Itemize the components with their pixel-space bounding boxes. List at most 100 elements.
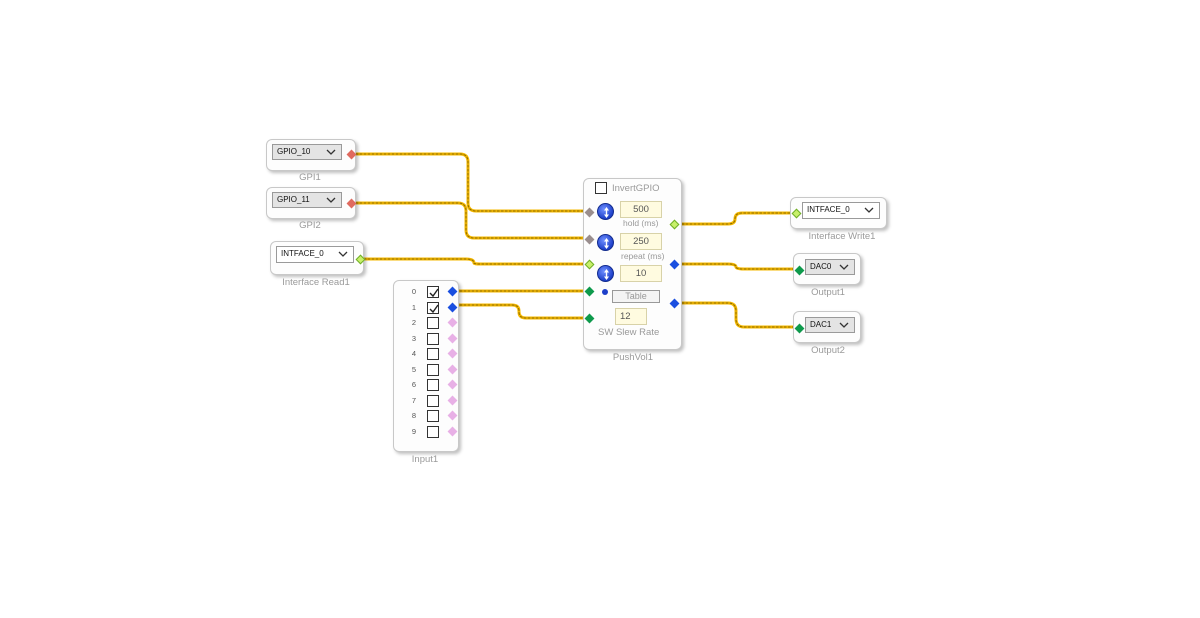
pushvol-input-pin-5[interactable] — [584, 313, 595, 324]
input-row-checkbox[interactable] — [427, 379, 439, 391]
gpi1-output-pin[interactable] — [346, 149, 357, 160]
gpi1-dropdown-value: GPIO_10 — [277, 147, 311, 156]
input-row-label: 5 — [411, 364, 416, 374]
wire-input1-to-pushvol[interactable] — [450, 303, 590, 320]
gpi1-dropdown[interactable]: GPIO_10 — [272, 144, 342, 160]
interface-write-block[interactable]: INTFACE_0 — [790, 197, 887, 229]
step-knob-icon[interactable] — [597, 265, 614, 282]
hold-knob-icon[interactable] — [597, 203, 614, 220]
gpi2-output-pin[interactable] — [346, 198, 357, 209]
hold-value[interactable]: 500 — [620, 201, 662, 218]
input-row-output-pin[interactable] — [447, 426, 458, 436]
input-row-label: 9 — [411, 426, 416, 436]
repeat-value[interactable]: 250 — [620, 233, 662, 250]
chevron-down-icon — [864, 207, 874, 213]
input-row-label: 2 — [411, 318, 416, 327]
interface-write-caption: Interface Write1 — [808, 231, 876, 242]
input-row-checkbox[interactable] — [427, 301, 439, 314]
wire-gpi1-to-pushvol[interactable] — [350, 152, 590, 213]
wire-iread-to-pushvol[interactable] — [358, 257, 590, 266]
output2-caption: Output2 — [811, 345, 845, 356]
input-row-output-pin[interactable] — [447, 395, 458, 405]
interface-read-dropdown-value: INTFACE_0 — [281, 249, 324, 258]
repeat-label: repeat (ms) — [621, 251, 665, 261]
input-row-output-pin[interactable] — [447, 302, 458, 312]
input1-block[interactable]: 0 1 2 3 4 5 6 7 8 9 — [393, 280, 459, 452]
checkmark-icon — [429, 304, 439, 313]
invert-gpio-label: InvertGPIO — [612, 183, 660, 194]
table-indicator-icon — [602, 289, 608, 295]
output2-dropdown[interactable]: DAC1 — [805, 317, 855, 333]
wire-pushvol-to-iwrite[interactable] — [672, 211, 797, 226]
input-row-label: 0 — [411, 287, 416, 296]
gpi2-block[interactable]: GPIO_11 — [266, 187, 357, 219]
input1-caption: Input1 — [411, 454, 439, 465]
interface-write-input-pin[interactable] — [791, 208, 802, 219]
pushvol-output-pin-3[interactable] — [669, 298, 680, 309]
gpi2-dropdown-value: GPIO_11 — [277, 195, 310, 204]
input-row-output-pin[interactable] — [447, 379, 458, 390]
pushvol-output-pin-2[interactable] — [669, 259, 680, 270]
input-row-label: 8 — [411, 411, 416, 420]
interface-read-block[interactable]: INTFACE_0 — [270, 241, 366, 275]
chevron-down-icon — [839, 264, 849, 270]
pushvol-input-pin-3[interactable] — [584, 259, 595, 270]
interface-read-caption: Interface Read1 — [282, 277, 350, 288]
input-row-checkbox[interactable] — [427, 317, 439, 329]
input-row-label: 7 — [411, 395, 416, 405]
input-row-checkbox[interactable] — [427, 410, 439, 422]
interface-write-dropdown-value: INTFACE_0 — [807, 205, 850, 214]
input-row-label: 6 — [411, 380, 416, 389]
slew-label: SW Slew Rate — [598, 327, 660, 338]
gpi1-caption: GPI1 — [299, 172, 321, 183]
output2-dropdown-value: DAC1 — [810, 320, 832, 329]
input-row-output-pin[interactable] — [447, 348, 458, 359]
gpi2-dropdown[interactable]: GPIO_11 — [272, 192, 342, 208]
repeat-knob-icon[interactable] — [597, 234, 614, 251]
input-row-checkbox[interactable] — [427, 286, 439, 298]
input-row-checkbox[interactable] — [427, 348, 439, 360]
output1-input-pin[interactable] — [794, 265, 805, 276]
wire-gpi2-to-pushvol[interactable] — [350, 201, 590, 240]
pushvol-input-pin-4[interactable] — [584, 286, 595, 297]
gpi1-block[interactable]: GPIO_10 — [266, 139, 357, 171]
output1-block[interactable]: DAC0 — [793, 253, 861, 285]
input-row-label: 3 — [411, 333, 416, 343]
wire-pushvol-to-output1[interactable] — [672, 262, 800, 271]
input-row-checkbox[interactable] — [427, 425, 439, 438]
pushvol-input-pin-1[interactable] — [584, 207, 595, 218]
interface-read-dropdown[interactable]: INTFACE_0 — [276, 246, 354, 263]
input-row-output-pin[interactable] — [447, 333, 458, 343]
input-row-checkbox[interactable] — [427, 363, 439, 376]
invert-gpio-checkbox[interactable] — [595, 182, 607, 194]
input-row-checkbox[interactable] — [427, 394, 439, 407]
output1-dropdown[interactable]: DAC0 — [805, 259, 855, 275]
table-button[interactable]: Table — [612, 290, 660, 303]
pushvol-output-pin-1[interactable] — [669, 219, 680, 230]
checkmark-icon — [429, 288, 439, 298]
input-row-output-pin[interactable] — [447, 410, 458, 421]
input-row-label: 1 — [411, 302, 416, 312]
pushvol-block[interactable]: InvertGPIO 500 hold (ms) 250 repeat (ms)… — [583, 178, 682, 350]
input-row-checkbox[interactable] — [427, 332, 439, 345]
pushvol-input-pin-2[interactable] — [584, 234, 595, 245]
interface-read-output-pin[interactable] — [355, 254, 366, 265]
output2-block[interactable]: DAC1 — [793, 311, 861, 343]
gpi2-caption: GPI2 — [299, 220, 321, 231]
hold-label: hold (ms) — [623, 218, 659, 228]
pushvol-caption: PushVol1 — [612, 352, 654, 363]
chevron-down-icon — [338, 251, 348, 257]
interface-write-dropdown[interactable]: INTFACE_0 — [802, 202, 880, 219]
input-row-output-pin[interactable] — [447, 286, 458, 297]
input-row-output-pin[interactable] — [447, 364, 458, 374]
step-value[interactable]: 10 — [620, 265, 662, 282]
output1-dropdown-value: DAC0 — [810, 262, 832, 271]
chevron-down-icon — [326, 149, 336, 155]
input-row-label: 4 — [411, 349, 416, 358]
input-row-output-pin[interactable] — [447, 317, 458, 328]
chevron-down-icon — [326, 197, 336, 203]
output2-input-pin[interactable] — [794, 323, 805, 334]
slew-value[interactable]: 12 — [615, 308, 647, 325]
wire-pushvol-to-output2[interactable] — [672, 301, 800, 329]
